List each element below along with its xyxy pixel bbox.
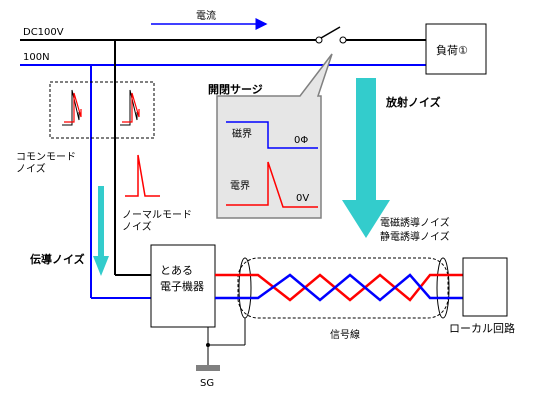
shield-end-left bbox=[238, 257, 252, 319]
cable-shield bbox=[237, 257, 449, 319]
load-box bbox=[425, 23, 487, 75]
signal-line-blue bbox=[215, 273, 463, 302]
conducted-noise-label: 伝導ノイズ bbox=[30, 252, 85, 266]
switch-contact-left bbox=[315, 36, 323, 44]
common-mode-waveform-red bbox=[64, 92, 140, 123]
switch-contact-right bbox=[339, 36, 347, 44]
signal-line-red bbox=[215, 273, 463, 302]
conducted-noise-arrow bbox=[93, 186, 109, 276]
common-mode-waveform-black bbox=[62, 89, 138, 126]
signal-ground-symbol bbox=[196, 365, 220, 371]
radiated-noise-label: 放射ノイズ bbox=[385, 95, 441, 109]
switch-blade bbox=[320, 26, 341, 39]
common-mode-noise-label-2: ノイズ bbox=[16, 162, 46, 175]
induced-noise-label-2: 静電誘導ノイズ bbox=[380, 230, 450, 243]
magnetic-field-waveform bbox=[226, 121, 318, 149]
common-mode-noise-box bbox=[49, 81, 155, 139]
electronic-device-box bbox=[150, 244, 216, 328]
switching-surge-callout bbox=[216, 53, 333, 219]
magnetic-field-value: 0Φ bbox=[294, 135, 308, 146]
induced-noise-label-1: 電磁誘導ノイズ bbox=[380, 216, 450, 229]
current-label: 電流 bbox=[196, 9, 216, 22]
radiated-noise-arrow bbox=[342, 78, 390, 238]
dc100v-label: DC100V bbox=[23, 27, 64, 38]
power-lines bbox=[20, 26, 426, 299]
device-label-2: 電子機器 bbox=[160, 279, 204, 293]
normal-mode-waveform bbox=[125, 154, 160, 197]
local-circuit-label: ローカル回路 bbox=[449, 322, 515, 335]
normal-mode-noise-label-2: ノイズ bbox=[122, 220, 152, 233]
shield-end-right bbox=[436, 257, 450, 319]
magnetic-field-label: 磁界 bbox=[232, 127, 252, 140]
common-mode-noise-label-1: コモンモード bbox=[16, 152, 76, 163]
switching-surge-title: 開閉サージ bbox=[208, 83, 263, 96]
normal-mode-noise-label-1: ノーマルモード bbox=[122, 210, 192, 221]
signal-line-label: 信号線 bbox=[330, 328, 360, 341]
electric-field-waveform bbox=[226, 161, 318, 208]
device-label-1: とある bbox=[160, 264, 193, 277]
n100-label: 100N bbox=[23, 52, 50, 63]
load-label: 負荷① bbox=[436, 44, 468, 57]
electric-field-label: 電界 bbox=[230, 180, 250, 192]
local-circuit-box bbox=[462, 257, 508, 317]
signal-ground-label: SG bbox=[200, 378, 214, 389]
electric-field-value: 0V bbox=[296, 193, 309, 204]
